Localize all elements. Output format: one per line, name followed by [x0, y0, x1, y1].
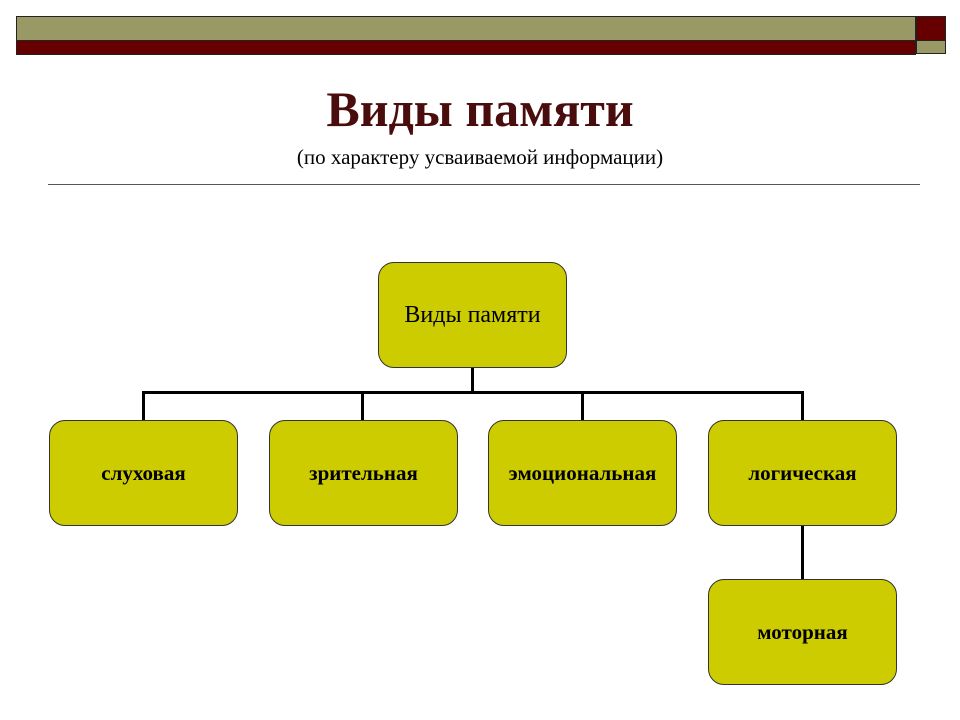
- connector-motor: [801, 525, 804, 580]
- page-title: Виды памяти: [326, 81, 634, 137]
- node-emotional: эмоциональная: [488, 420, 677, 526]
- connector-child-1: [142, 391, 145, 421]
- connector-child-3: [581, 391, 584, 421]
- header-square-red: [916, 16, 946, 41]
- connector-horizontal: [142, 391, 804, 394]
- connector-child-2: [361, 391, 364, 421]
- node-visual: зрительная: [269, 420, 458, 526]
- header-bar-olive: [16, 16, 916, 41]
- node-root: Виды памяти: [378, 262, 567, 368]
- node-logical: логическая: [708, 420, 897, 526]
- page-subtitle: (по характеру усваиваемой информации): [296, 145, 664, 169]
- connector-root: [471, 367, 474, 394]
- header-square-olive: [916, 40, 946, 54]
- header-bar-red: [16, 40, 916, 55]
- node-motor: моторная: [708, 579, 897, 685]
- connector-child-4: [801, 391, 804, 421]
- node-auditory: слуховая: [49, 420, 238, 526]
- divider: [48, 184, 920, 185]
